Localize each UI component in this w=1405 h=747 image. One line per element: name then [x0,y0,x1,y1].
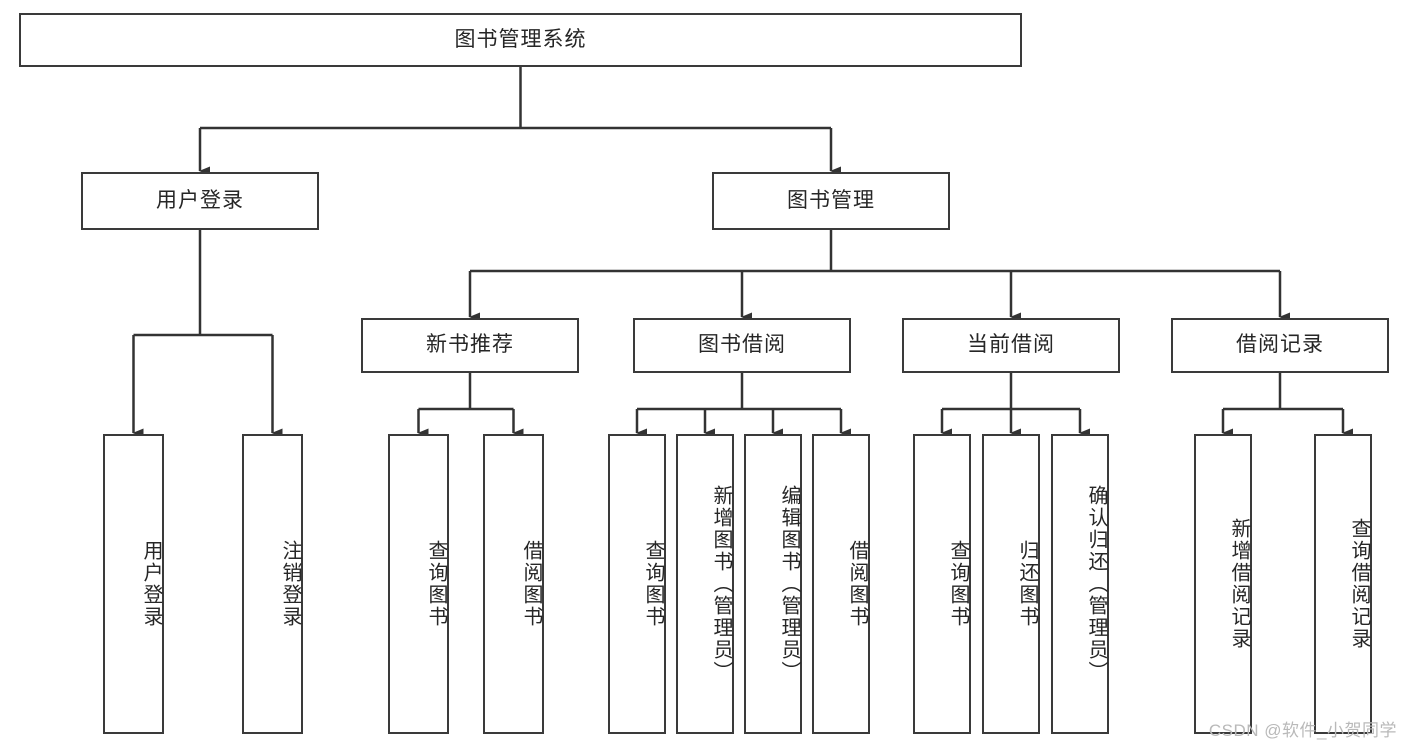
node-label: 图书管理系统 [454,27,587,51]
node-label: 确认归还（管理员） [1085,485,1107,683]
node-label: 当前借阅 [967,333,1055,357]
node-label: 新增借阅记录 [1228,518,1250,650]
node-record-query[interactable]: 查询借阅记录 [1314,434,1372,734]
node-recommend-borrow-book[interactable]: 借阅图书 [483,434,544,734]
node-record-add[interactable]: 新增借阅记录 [1194,434,1252,734]
node-label: 注销登录 [279,540,301,628]
node-label: 借阅图书 [520,540,542,628]
node-root[interactable]: 图书管理系统 [19,13,1022,67]
node-label: 图书借阅 [698,333,786,357]
node-current-borrow[interactable]: 当前借阅 [902,318,1120,373]
node-current-query-book[interactable]: 查询图书 [913,434,971,734]
node-label: 查询图书 [642,540,664,628]
node-label: 图书管理 [787,188,875,212]
node-recommend-query-book[interactable]: 查询图书 [388,434,449,734]
node-label: 编辑图书（管理员） [778,485,800,683]
node-label: 借阅记录 [1236,333,1324,357]
node-new-book-recommend[interactable]: 新书推荐 [361,318,579,373]
node-label: 借阅图书 [846,540,868,628]
node-book-manage[interactable]: 图书管理 [712,172,950,230]
watermark-text: CSDN @软件_小贺同学 [1208,721,1397,740]
node-label: 查询借阅记录 [1348,518,1370,650]
node-current-return-book[interactable]: 归还图书 [982,434,1040,734]
node-borrow-add-book[interactable]: 新增图书（管理员） [676,434,734,734]
node-borrow-query-book[interactable]: 查询图书 [608,434,666,734]
node-book-borrow[interactable]: 图书借阅 [633,318,851,373]
node-borrow-records[interactable]: 借阅记录 [1171,318,1389,373]
node-borrow-edit-book[interactable]: 编辑图书（管理员） [744,434,802,734]
node-user-login[interactable]: 用户登录 [81,172,319,230]
node-user-logout[interactable]: 注销登录 [242,434,303,734]
node-label: 新增图书（管理员） [710,485,732,683]
node-label: 用户登录 [156,188,244,212]
node-label: 查询图书 [947,540,969,628]
node-borrow-borrow-book[interactable]: 借阅图书 [812,434,870,734]
node-label: 查询图书 [425,540,447,628]
node-label: 新书推荐 [426,333,514,357]
node-user-login-do[interactable]: 用户登录 [103,434,164,734]
node-label: 归还图书 [1016,540,1038,628]
node-current-confirm-return[interactable]: 确认归还（管理员） [1051,434,1109,734]
node-label: 用户登录 [140,540,162,628]
